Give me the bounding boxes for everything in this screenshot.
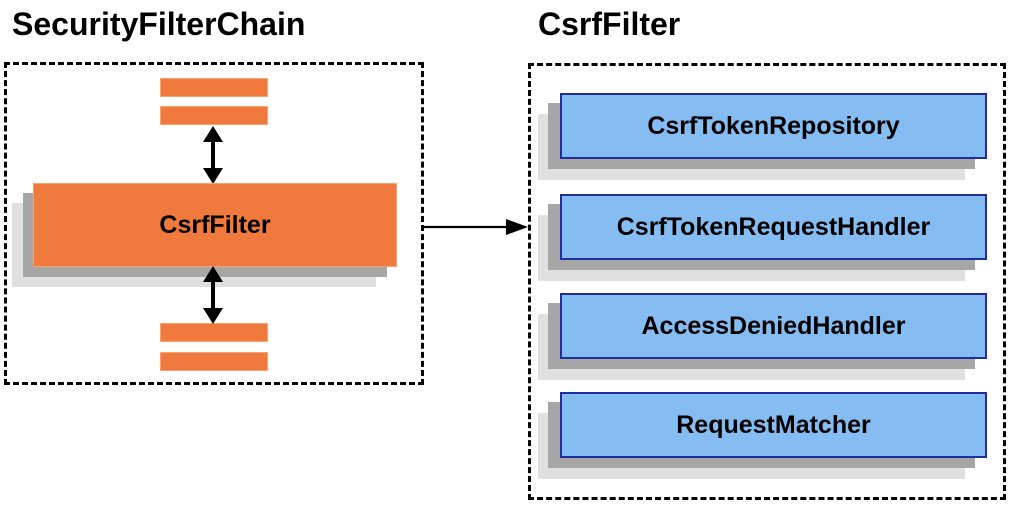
filter-bar bbox=[160, 352, 268, 371]
right-arrow-icon bbox=[423, 219, 528, 235]
filter-bar bbox=[160, 78, 268, 97]
component-request-matcher: RequestMatcher bbox=[560, 392, 987, 458]
up-down-arrow-icon bbox=[203, 126, 223, 184]
csrf-filter-container bbox=[528, 63, 1006, 500]
component-csrf-token-repository: CsrfTokenRepository bbox=[560, 93, 987, 159]
csrf-filter-title: CsrfFilter bbox=[538, 6, 681, 42]
security-filter-chain-title: SecurityFilterChain bbox=[12, 6, 306, 42]
filter-bar bbox=[160, 106, 268, 125]
component-csrf-token-request-handler: CsrfTokenRequestHandler bbox=[560, 194, 987, 260]
filter-bar bbox=[160, 323, 268, 342]
up-down-arrow-icon bbox=[203, 266, 223, 324]
csrf-filter-node: CsrfFilter bbox=[33, 183, 397, 267]
security-filter-chain-container bbox=[4, 62, 424, 385]
component-access-denied-handler: AccessDeniedHandler bbox=[560, 293, 987, 359]
